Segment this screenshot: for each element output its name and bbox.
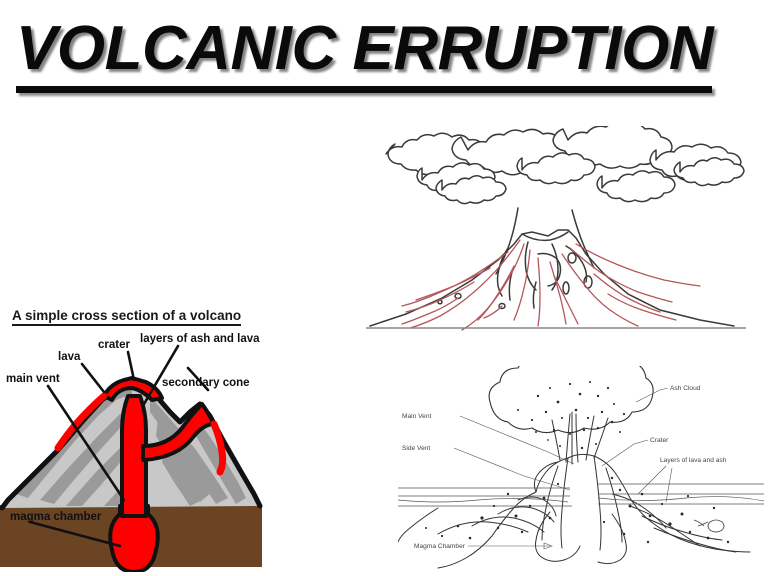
eruption-column-right	[571, 209, 595, 269]
label-main-vent: main vent	[6, 373, 60, 385]
leader-main-vent	[46, 384, 126, 502]
magma-system	[54, 376, 227, 572]
lava-flow-secondary	[210, 420, 227, 476]
volcano-cone-outline	[369, 229, 735, 327]
sketch-leaders	[453, 387, 673, 550]
leader-ash-cloud	[635, 387, 669, 403]
label-crater-sketch: Crater	[650, 437, 669, 444]
magma-arrow-head	[543, 542, 553, 550]
magma-chamber-sketch	[535, 511, 581, 562]
cross-section-heading: A simple cross section of a volcano	[12, 308, 242, 326]
secondary-branch	[141, 402, 216, 462]
leader-layers-1	[637, 465, 667, 495]
label-crater: crater	[98, 339, 130, 351]
leader-side-vent	[453, 447, 571, 491]
cross-section-drawing: lava crater layers of ash and lava main …	[0, 333, 263, 572]
leader-secondary	[186, 366, 210, 392]
eruption-lineart-drawing	[366, 126, 746, 331]
rock-speckles	[425, 476, 730, 544]
magma-chamber	[108, 504, 160, 572]
leader-lava	[80, 362, 106, 394]
ash-cloud-sketch	[488, 366, 654, 434]
leader-main-vent	[459, 415, 575, 465]
ground-strata-lines	[398, 483, 764, 507]
title-block: VOLCANIC ERRUPTION	[16, 14, 736, 93]
crater-sketch	[567, 453, 595, 459]
label-lava: lava	[58, 351, 81, 363]
leader-layers	[142, 344, 180, 406]
lava-flow-left	[54, 392, 108, 452]
left-inner-vent	[533, 461, 559, 493]
figure-cross-section: A simple cross section of a volcano	[0, 300, 272, 572]
label-secondary-cone: secondary cone	[162, 377, 250, 389]
label-layers: layers of ash and lava	[140, 333, 260, 345]
right-conduit	[593, 455, 602, 551]
label-ash-cloud: Ash Cloud	[670, 385, 701, 392]
ash-cloud-lineart	[385, 126, 745, 205]
page-title: VOLCANIC ERRUPTION	[16, 14, 714, 83]
left-conduit	[560, 457, 569, 549]
leader-layers-2	[665, 467, 673, 503]
label-layers-sketch: Layers of lava and ash	[660, 457, 727, 464]
figure-eruption-lineart	[362, 126, 764, 342]
label-magma-chamber-sketch: Magma Chamber	[414, 543, 466, 550]
leader-magma-chamber	[28, 520, 122, 548]
ash-particles	[517, 381, 626, 450]
label-magma-chamber: magma chamber	[10, 511, 102, 523]
figure-labelled-sketch: Ash Cloud Crater Main Vent Side Vent Lay…	[398, 366, 764, 572]
artist-signature	[693, 519, 725, 533]
left-cone-outline	[437, 457, 569, 569]
label-main-vent-sketch: Main Vent	[402, 413, 431, 420]
eruption-jet	[551, 411, 609, 465]
cross-section-leaders	[28, 344, 210, 548]
title-underline-rule	[16, 86, 712, 93]
eruption-column-left	[495, 207, 519, 275]
crater-lava-overflow	[102, 376, 164, 402]
lava-streaks	[401, 239, 701, 331]
main-vent-conduit	[120, 394, 148, 518]
leader-crater	[601, 439, 649, 467]
label-side-vent: Side Vent	[402, 445, 430, 452]
leader-crater	[126, 350, 136, 382]
labelled-sketch-drawing: Ash Cloud Crater Main Vent Side Vent Lay…	[398, 366, 764, 569]
crater-rim	[521, 231, 569, 242]
